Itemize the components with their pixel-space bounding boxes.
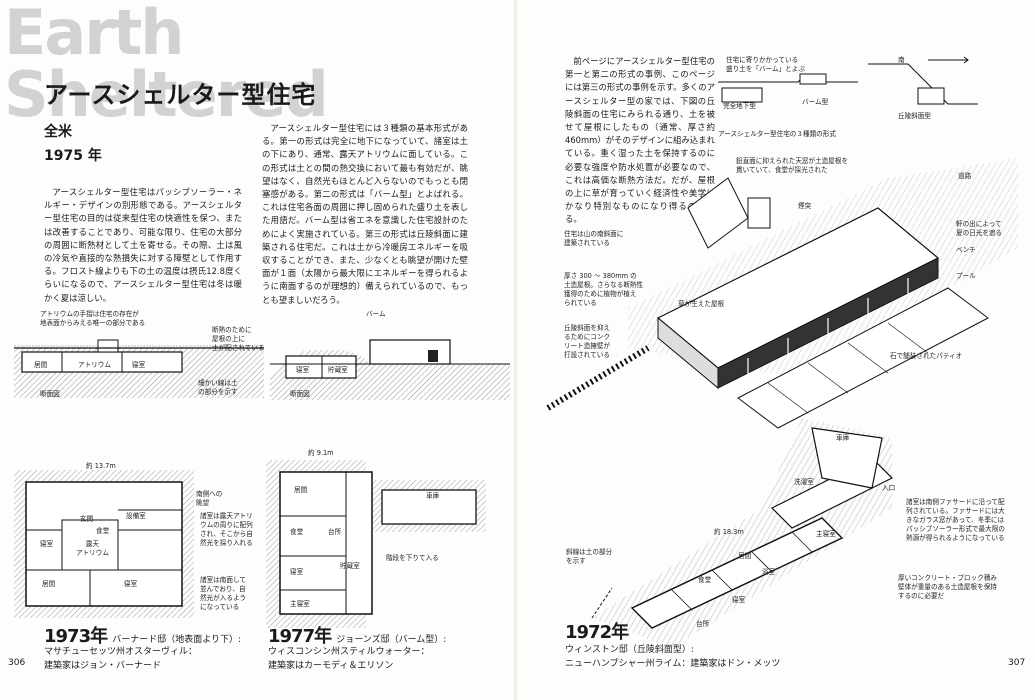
caption-2: 1977年 ジョーンズ邸（バーム型）: [268, 622, 446, 648]
note-berm: バーム [366, 310, 386, 318]
plan-a-utility: 設備室 [126, 512, 146, 520]
note-patio: 石で舗装されたパティオ [890, 352, 963, 360]
plan-master: 主寝室 [816, 530, 836, 538]
section-drawing-jones [270, 339, 510, 400]
plan-a-atrium: 露天 アトリウム [76, 540, 109, 557]
plan-b-dining: 食堂 [290, 528, 304, 536]
note-chimney: 煙突 [798, 202, 812, 210]
plan-b-store: 貯蔵室 [340, 562, 360, 570]
plan-entry: 入口 [882, 484, 896, 492]
caption-3-line2: ニューハンプシャー州ライム：建築家はドン・メッツ [565, 659, 781, 669]
plan-dining: 食堂 [698, 576, 712, 584]
type-hill: 丘陵斜面型 [898, 112, 931, 120]
plan-bed: 寝室 [732, 596, 746, 604]
plan-closet: 洗濯室 [794, 478, 814, 486]
big-title: Earth Sheltered [4, 0, 329, 131]
floor-plan-winston [591, 418, 894, 648]
note-block-wall: 厚いコンクリート・ブロック積み 壁体が重量のある土造屋根を保持 するのに必要だ [898, 574, 997, 600]
note-pool: プール [956, 272, 976, 280]
isometric-house-illustration [546, 158, 1018, 429]
caption-2-year: 1977年 [268, 626, 332, 647]
note-room-bedroom: 寝室 [132, 361, 146, 369]
types-caption: アースシェルター型住宅の３種類の形式 [718, 130, 836, 138]
subtitle-year: 1975 年 [44, 148, 102, 164]
section-label-2: 断面図 [290, 390, 310, 398]
section-label-1: 断面図 [40, 390, 60, 398]
subtitle-region: 全米 [44, 124, 72, 140]
note-soil-thickness: 厚さ 300 ～ 380mm の 土造屋根。さらなる断熱性 獲得のために植物が植… [564, 272, 644, 307]
note-bench: ベンチ [956, 246, 976, 254]
plan-b-living: 居間 [294, 486, 308, 494]
note-eaves: 軒の出によって 夏の日光を遮る [956, 220, 1003, 237]
page-title: アースシェルター型住宅 [44, 81, 317, 109]
note-atrium-rail: アトリウムの手摺は住宅の存在が 地表面からみえる唯一の部分である [40, 310, 146, 327]
plan-a-bed2: 寝室 [124, 580, 138, 588]
dim-91: 約 9.1m [308, 449, 334, 457]
note-clerestory: 鉛直面に抑えられた天窓が土造屋根を 貫いていて、食堂が採光された [736, 157, 849, 174]
plan-a-entry: 玄関 [80, 515, 94, 523]
note-room-living: 居間 [34, 361, 48, 369]
south-label: 南 [898, 56, 905, 64]
floor-plan-barnard [14, 470, 194, 618]
plan-a-bed: 寝室 [40, 540, 54, 548]
caption-1-name: バーナード邸（地表面より下）: [112, 635, 242, 645]
caption-3-year: 1972年 [565, 622, 629, 643]
caption-1-line2: マサチューセッツ州オスターヴィル： [44, 647, 198, 657]
book-gutter [514, 0, 520, 700]
plan-living: 居間 [738, 552, 752, 560]
caption-2-line3: 建築家はカーモディ＆エリソン [268, 661, 394, 671]
page-number-right: 307 [1008, 658, 1026, 668]
type-berm: バーム型 [802, 98, 829, 106]
note-south-rooms: 諸室は南面して 並んでおり、自 然光が入るよう になっている [200, 576, 247, 611]
note-north-slope: 住宅は山の南斜面に 建築されている [564, 230, 624, 247]
caption-2-line2: ウィスコンシン州スティルウォーター： [268, 647, 430, 657]
body-text-column-2: アースシェルター型住宅には３種類の基本形式がある。第一の形式は完全に地下になって… [262, 123, 468, 305]
dim-137: 約 13.7m [86, 462, 116, 470]
floor-plan-jones [266, 460, 486, 628]
plan-kitchen: 台所 [696, 620, 710, 628]
section-drawing-barnard [14, 339, 264, 398]
plan-b-bed: 寝室 [290, 568, 304, 576]
plan-b-garage: 車庫 [426, 492, 440, 500]
plan-a-dining: 食堂 [96, 527, 110, 535]
note-room-atrium: アトリウム [78, 361, 111, 369]
type-full: 完全地下型 [723, 102, 756, 110]
plan-bath: 浴室 [762, 568, 776, 576]
caption-1: 1973年 バーナード邸（地表面より下）: [44, 622, 241, 648]
note-atrium-rooms: 諸室は露天アトリ ウムの周りに配列 され、そこから自 然光を採り入れる [200, 512, 253, 547]
right-page: 前ページにアースシェルター型住宅の第一と第二の形式の事例、このページには第三の形… [518, 0, 1035, 700]
note-bedroom-2: 寝室 [296, 366, 310, 374]
note-slope-soil: 斜線は土の部分 を示す [566, 548, 613, 565]
plan-a-living: 居間 [42, 580, 56, 588]
note-fine-lines: 細かい線は土 の部分を示す [198, 379, 238, 396]
caption-3-line1: ウィンストン邸（丘陵斜面型）: [565, 645, 694, 655]
caption-1-line3: 建築家はジョン・バーナード [44, 661, 162, 671]
three-types-diagram [718, 56, 978, 105]
note-insulation: 断熱のために 屋根の上に 土が配されている [212, 326, 265, 352]
plan-b-kitchen: 台所 [328, 528, 342, 536]
caption-3: 1972年 [565, 618, 629, 644]
caption-1-year: 1973年 [44, 626, 108, 647]
note-south-view: 南側への 眺望 [196, 490, 223, 507]
plan-b-master: 主寝室 [290, 600, 310, 608]
note-road: 道路 [958, 172, 972, 180]
page-number-left: 306 [8, 658, 26, 668]
left-page: Earth Sheltered アースシェルター型住宅 全米 1975 年 アー… [0, 0, 517, 700]
plan-dim-183: 約 18.3m [714, 528, 744, 536]
body-text-column-1: アースシェルター型住宅はパッシブソーラー・ネルギー・デザインの別形態である。アー… [44, 187, 242, 303]
note-retaining-wall: 丘陵斜面を抑え るためにコンク リート造擁壁が 打設されている [564, 324, 611, 359]
note-berm-hint: 住宅に寄りかかっている 盛り土を「バーム」とよぶ [726, 56, 805, 73]
roof-label: 草が生えた屋根 [678, 300, 725, 308]
note-storage: 貯蔵室 [328, 366, 348, 374]
note-stairs: 階段を下りて入る [386, 554, 439, 562]
plan-garage: 車庫 [836, 434, 850, 442]
note-rooms-south: 諸室は南側ファサードに沿って配 列されている。ファサードには大 きなガラス窓があ… [906, 498, 1005, 542]
caption-2-name: ジョーンズ邸（バーム型）: [336, 635, 447, 645]
body-text-column-3: 前ページにアースシェルター型住宅の第一と第二の形式の事例、このページには第三の形… [565, 56, 715, 225]
